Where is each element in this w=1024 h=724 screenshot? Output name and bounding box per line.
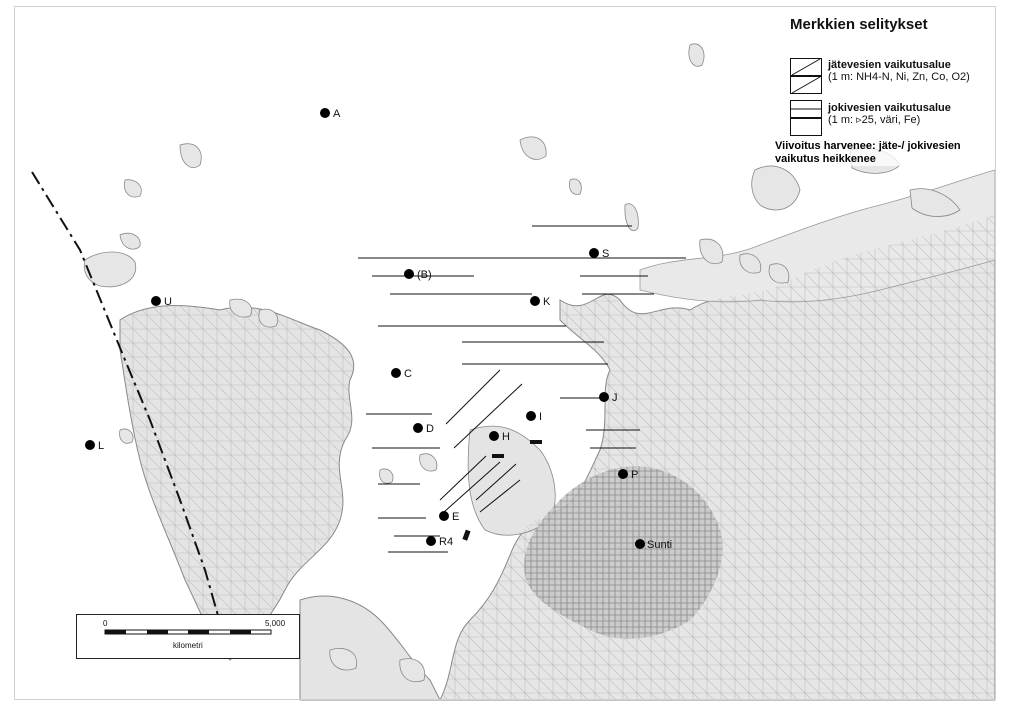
islands bbox=[83, 43, 961, 683]
scale-start: 0 bbox=[103, 619, 108, 628]
stations: A (B) C D E H I J K L P R4 S U Sunti bbox=[85, 108, 672, 551]
station-I[interactable]: I bbox=[526, 411, 542, 423]
wastewater-legend-swatch-2 bbox=[790, 76, 822, 94]
station-C[interactable]: C bbox=[391, 368, 412, 380]
station-J[interactable]: J bbox=[599, 392, 618, 404]
svg-text:E: E bbox=[452, 511, 459, 523]
svg-text:H: H bbox=[502, 431, 510, 443]
station-E[interactable]: E bbox=[439, 511, 459, 523]
station-H[interactable]: H bbox=[489, 431, 510, 443]
station-R4[interactable]: R4 bbox=[426, 536, 453, 548]
outfall-markers bbox=[462, 440, 542, 541]
station-L[interactable]: L bbox=[85, 440, 104, 452]
station-S[interactable]: S bbox=[589, 248, 609, 260]
river-legend-swatch bbox=[790, 100, 822, 118]
station-K[interactable]: K bbox=[530, 296, 551, 308]
river-legend-swatch-2 bbox=[790, 118, 822, 136]
svg-text:A: A bbox=[333, 108, 341, 120]
scale-unit: kilometri bbox=[173, 641, 203, 650]
scale-end: 5,000 bbox=[265, 619, 286, 628]
svg-text:S: S bbox=[602, 248, 609, 260]
wastewater-influence-lines bbox=[439, 369, 523, 513]
station-D[interactable]: D bbox=[413, 423, 434, 435]
svg-text:L: L bbox=[98, 440, 104, 452]
svg-text:D: D bbox=[426, 423, 434, 435]
svg-text:P: P bbox=[631, 469, 638, 481]
city-area bbox=[524, 466, 723, 639]
scale-bar: 0 5,000 kilometri bbox=[76, 614, 300, 659]
svg-text:(B): (B) bbox=[417, 269, 432, 281]
river-legend-text: jokivesien vaikutusalue (1 m: ▹25, väri,… bbox=[828, 102, 951, 126]
station-A[interactable]: A bbox=[320, 108, 341, 120]
svg-text:Sunti: Sunti bbox=[647, 539, 672, 551]
svg-text:I: I bbox=[539, 411, 542, 423]
svg-text:K: K bbox=[543, 296, 551, 308]
river-influence-lines bbox=[358, 225, 686, 553]
station-Sunti[interactable]: Sunti bbox=[635, 539, 672, 551]
station-B[interactable]: (B) bbox=[404, 269, 432, 281]
scale-bar-graphic bbox=[104, 629, 272, 635]
svg-text:R4: R4 bbox=[439, 536, 453, 548]
south-peninsula bbox=[299, 595, 441, 701]
svg-text:J: J bbox=[612, 392, 618, 404]
svg-text:C: C bbox=[404, 368, 412, 380]
hatching-note: Viivoitus harvenee: jäte-/ jokivesien va… bbox=[775, 140, 961, 166]
station-P[interactable]: P bbox=[618, 469, 638, 481]
legend-title: Merkkien selitykset bbox=[790, 16, 928, 33]
station-U[interactable]: U bbox=[151, 296, 172, 308]
boundary-line bbox=[31, 171, 226, 641]
wastewater-legend-swatch bbox=[790, 58, 822, 76]
wastewater-legend-text: jätevesien vaikutusalue (1 m: NH4-N, Ni,… bbox=[828, 59, 970, 83]
svg-text:U: U bbox=[164, 296, 172, 308]
legend: Merkkien selitykset jätevesien vaikutusa… bbox=[782, 16, 1012, 136]
